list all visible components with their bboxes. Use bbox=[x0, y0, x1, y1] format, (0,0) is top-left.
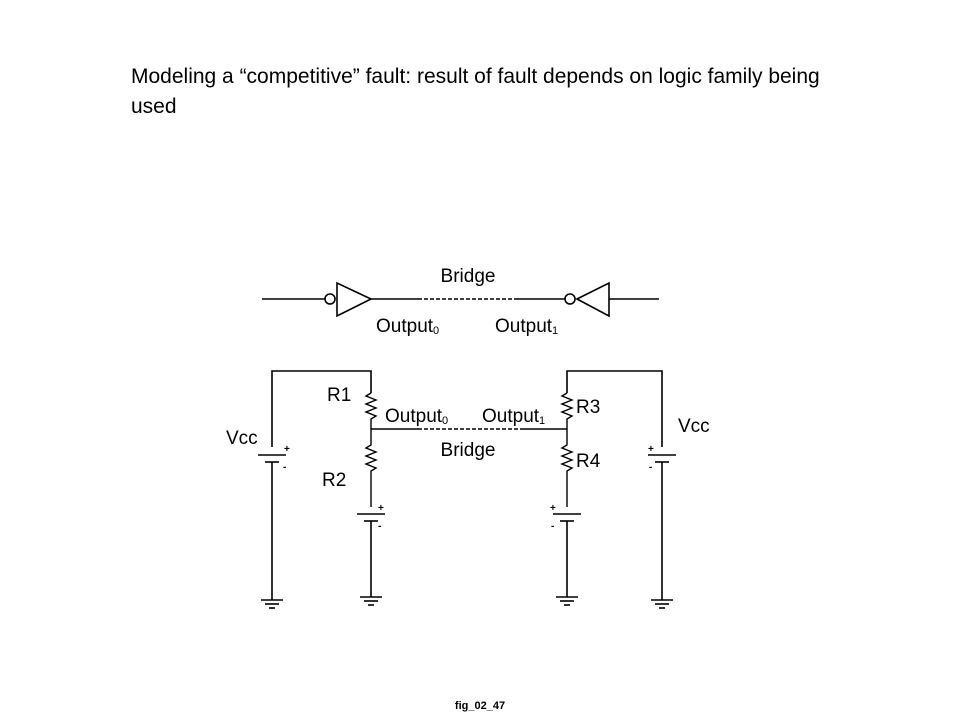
output1-label-bottom: Output1 bbox=[482, 406, 545, 427]
resistor-r4 bbox=[560, 429, 574, 507]
plus-mark-right-inner: + bbox=[550, 503, 556, 514]
battery-vcc-left bbox=[258, 454, 286, 600]
plus-mark-left-inner: + bbox=[378, 503, 384, 514]
battery-right-inner bbox=[553, 513, 581, 597]
bridge-label-top: Bridge bbox=[441, 266, 496, 287]
output0-label-bottom: Output0 bbox=[385, 406, 448, 427]
minus-mark-vcc-left: - bbox=[283, 462, 286, 473]
minus-mark-vcc-right: - bbox=[649, 462, 652, 473]
plus-mark-vcc-left: + bbox=[284, 444, 290, 455]
inverter-right bbox=[575, 281, 610, 318]
output1-label-top: Output1 bbox=[495, 316, 558, 337]
battery-vcc-right bbox=[648, 454, 676, 600]
r1-label: R1 bbox=[327, 385, 351, 406]
inverter-bubble-left bbox=[324, 293, 336, 305]
output0-label-top: Output0 bbox=[376, 316, 439, 337]
minus-mark-left-inner: - bbox=[378, 521, 381, 532]
inverter-bubble-right bbox=[564, 293, 576, 305]
resistor-view: + - + - + - + - R1 R2 R3 bbox=[226, 370, 710, 609]
r4-label: R4 bbox=[576, 451, 601, 472]
ground-symbol-3 bbox=[556, 596, 578, 606]
left-rail bbox=[271, 370, 372, 447]
bridge-label-bottom: Bridge bbox=[441, 440, 496, 461]
ground-symbol-1 bbox=[261, 599, 283, 609]
plus-mark-vcc-right: + bbox=[648, 444, 654, 455]
battery-left-inner bbox=[357, 513, 385, 597]
figure-caption: fig_02_47 bbox=[454, 700, 506, 712]
vcc-right-label: Vcc bbox=[678, 416, 710, 437]
r2-label: R2 bbox=[322, 470, 346, 491]
resistor-r3 bbox=[560, 392, 574, 429]
right-rail bbox=[566, 370, 663, 447]
inverter-left bbox=[336, 281, 373, 318]
gate-view: Bridge Output0 Output1 bbox=[262, 266, 659, 337]
resistor-r2 bbox=[364, 429, 378, 507]
slide-title: Modeling a “competitive” fault: result o… bbox=[131, 65, 820, 118]
r3-label: R3 bbox=[576, 397, 600, 418]
ground-symbol-2 bbox=[360, 596, 382, 606]
vcc-left-label: Vcc bbox=[226, 428, 258, 449]
minus-mark-right-inner: - bbox=[551, 521, 554, 532]
resistor-r1 bbox=[364, 392, 378, 429]
ground-symbol-4 bbox=[651, 599, 673, 609]
